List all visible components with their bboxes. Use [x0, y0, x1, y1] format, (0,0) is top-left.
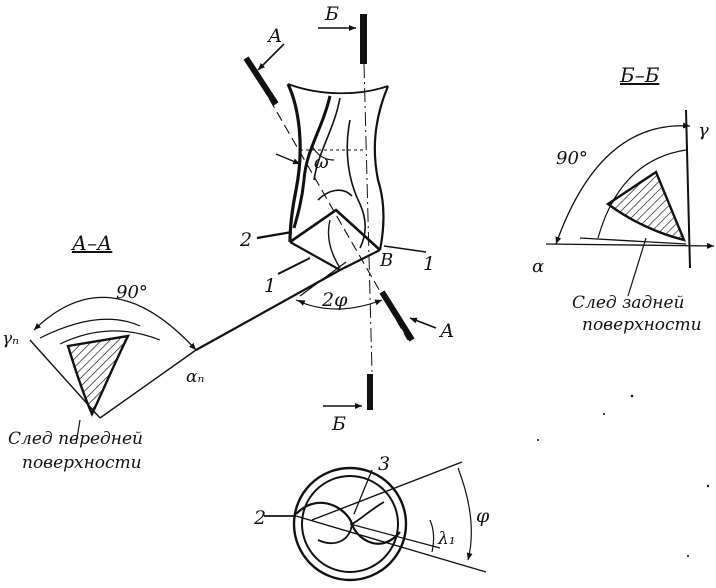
- alpha-n-label: αₙ: [186, 367, 204, 387]
- ninety-aa-label: 90°: [116, 282, 148, 303]
- back-caption-line2: поверхности: [582, 315, 702, 335]
- section-b-top-mark: Б: [318, 3, 367, 64]
- section-bb-title: Б–Б: [619, 63, 660, 87]
- bb-hatched-wedge: [605, 170, 687, 242]
- lambda-label: λ₁: [437, 529, 456, 549]
- section-b-bottom-mark: Б: [323, 374, 373, 435]
- gamma-n-label: γₙ: [2, 329, 19, 349]
- section-b-bottom-label: Б: [331, 413, 346, 435]
- label-2-bottom: 2: [253, 507, 266, 529]
- phi-label: φ: [476, 505, 490, 527]
- section-bb: Б–Б 90° γ α След задней поверхности: [532, 63, 715, 335]
- section-aa: А–А 90° γₙ αₙ След передней поверхности: [2, 231, 204, 473]
- label-2-left: 2: [239, 229, 252, 251]
- scan-specks: [537, 394, 710, 557]
- omega-label: ω: [314, 152, 329, 173]
- section-a-top-label: А: [266, 25, 282, 47]
- ninety-bb-label: 90°: [556, 148, 588, 169]
- label-1-left: 1: [264, 275, 276, 297]
- aa-hatched-wedge: [66, 334, 131, 417]
- drill-body: [286, 83, 390, 272]
- section-aa-title: А–А: [70, 231, 112, 255]
- aa-connector: [195, 269, 341, 351]
- label-3: 3: [378, 453, 390, 475]
- front-caption-line2: поверхности: [22, 453, 142, 473]
- section-b-top-label: Б: [324, 3, 339, 25]
- drill-axis: [363, 63, 373, 373]
- two-phi-label: 2φ: [321, 289, 348, 311]
- gamma-label: γ: [698, 120, 709, 141]
- label-1-right: 1: [423, 253, 435, 275]
- point-v-label: B: [379, 250, 393, 271]
- drill-end-view: 2 3 φ λ₁: [253, 453, 490, 582]
- omega-arc: [311, 145, 335, 161]
- front-caption-line1: След передней: [8, 429, 143, 449]
- back-caption-line1: След задней: [572, 293, 684, 313]
- section-a-plane: А А: [243, 25, 454, 342]
- section-a-bottom-label: А: [438, 320, 454, 342]
- alpha-label: α: [532, 256, 544, 277]
